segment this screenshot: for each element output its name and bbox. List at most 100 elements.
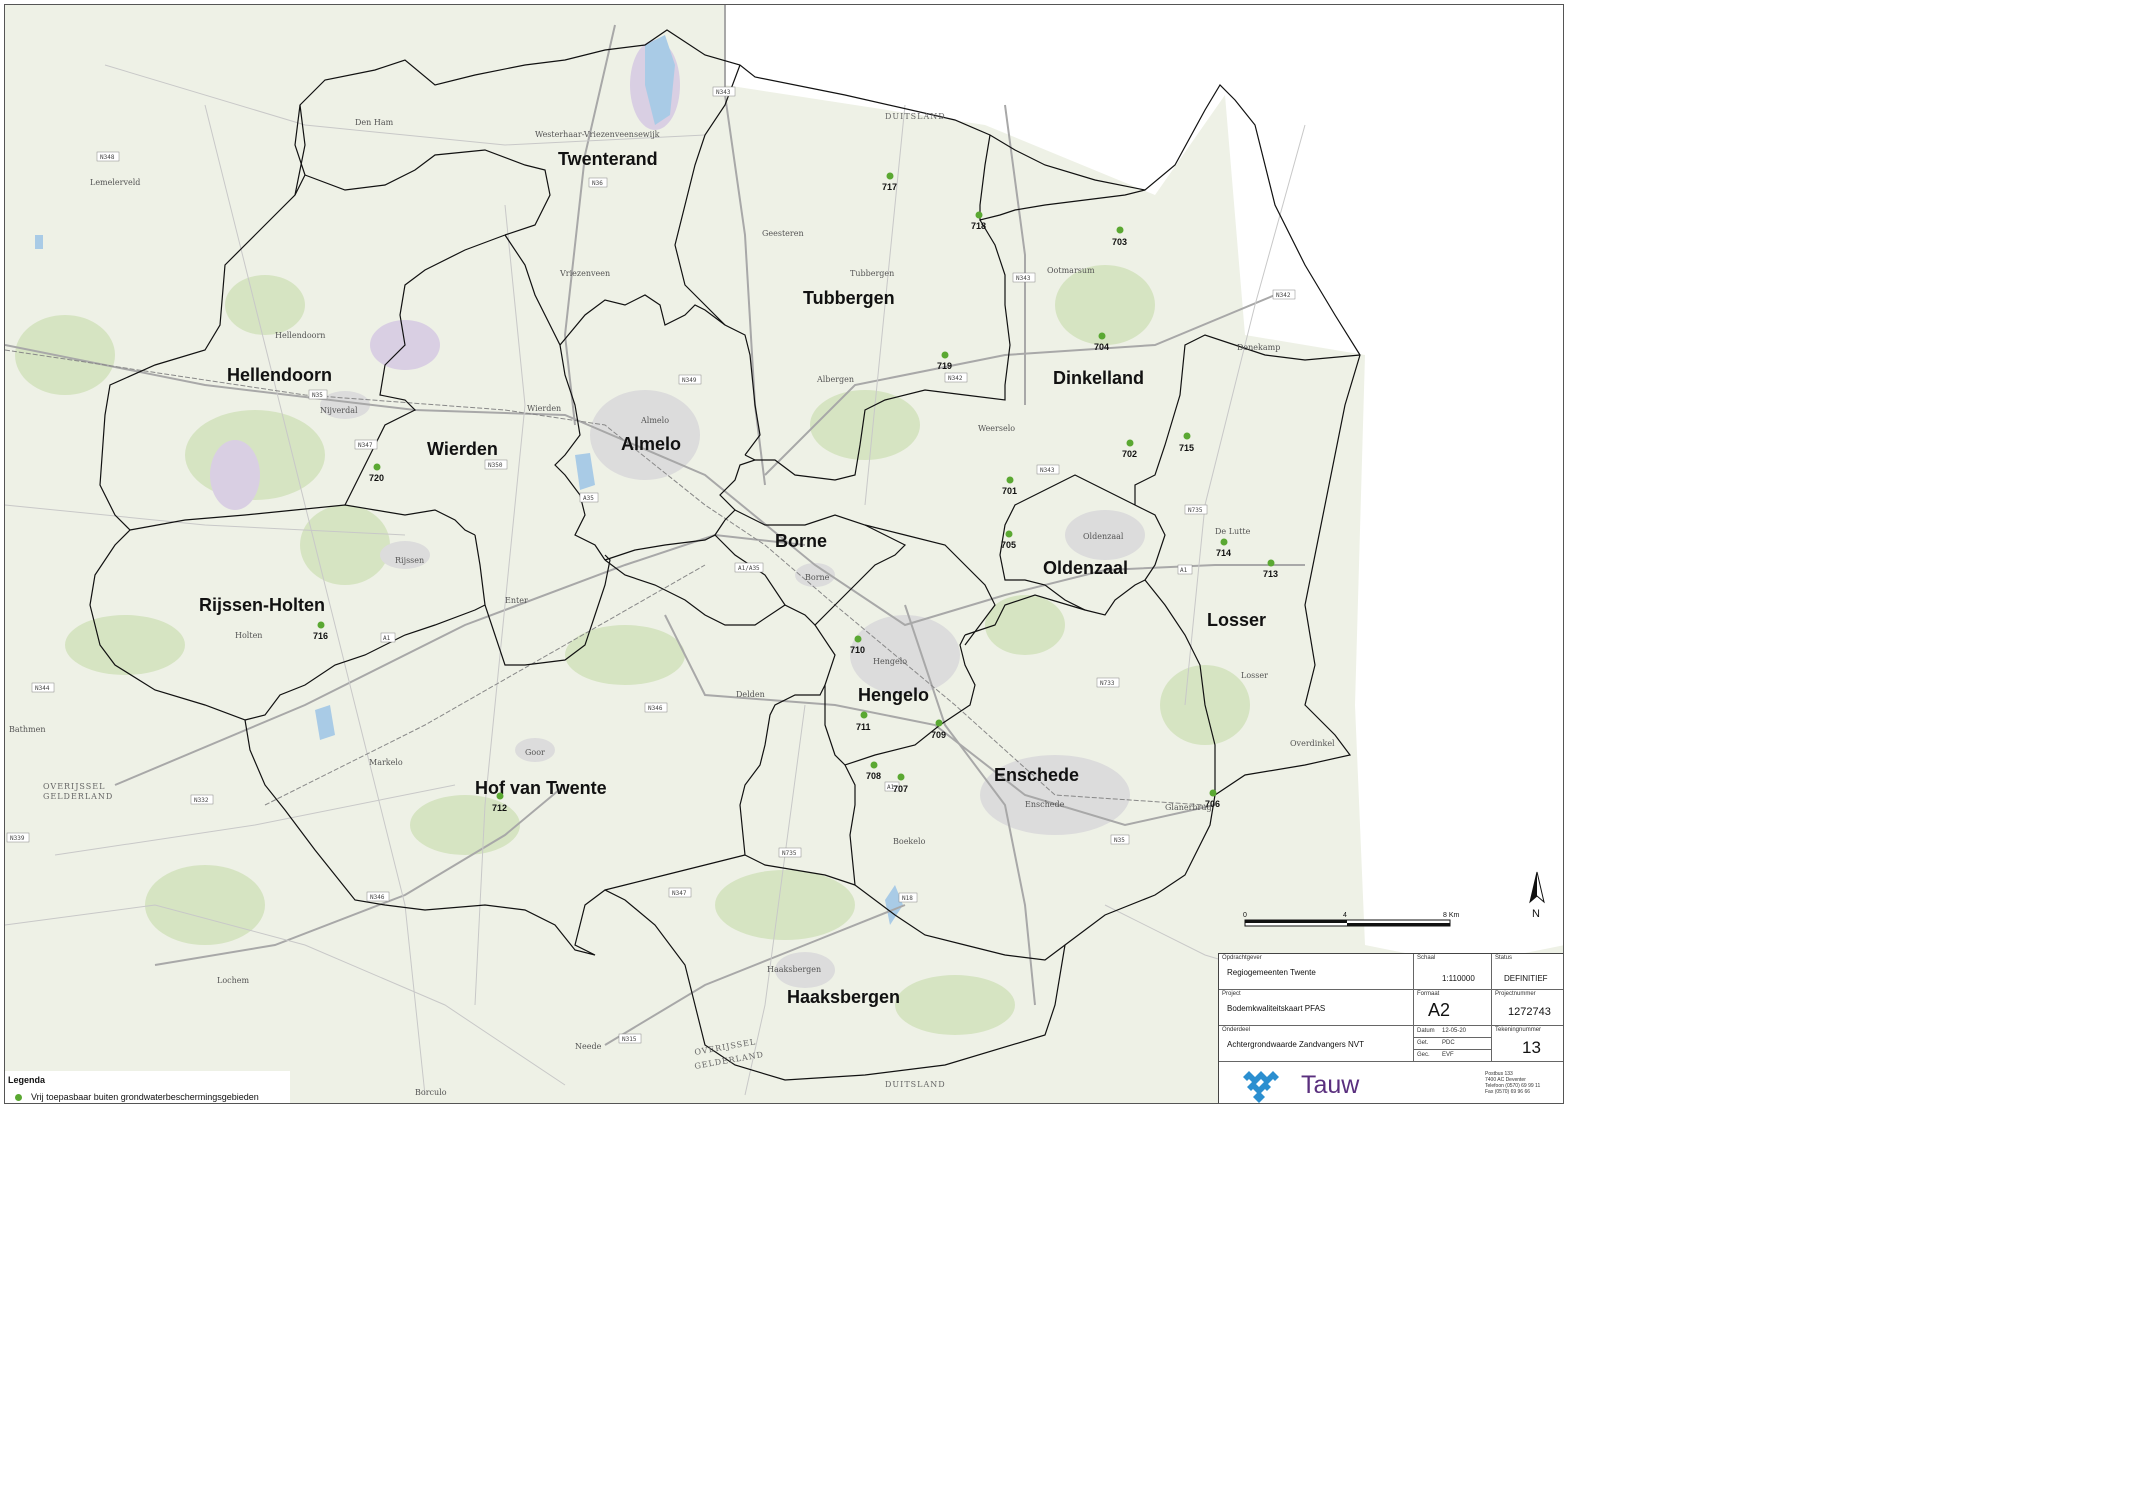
- address-line: Fax (0570) 69 96 66: [1485, 1089, 1531, 1095]
- projectnummer-cell: Projectnummer 1272743: [1492, 990, 1563, 1026]
- municipality-label-borne: Borne: [775, 531, 827, 551]
- company-address: Postbus 133 7400 AC Deventer Telefoon (0…: [1485, 1071, 1540, 1095]
- place-label: Den Ham: [355, 118, 394, 127]
- place-label: Losser: [1241, 671, 1268, 680]
- svg-text:N343: N343: [1016, 275, 1031, 282]
- sample-point[interactable]: 711: [856, 711, 871, 733]
- formaat-label: Formaat: [1417, 991, 1440, 997]
- svg-text:N342: N342: [948, 375, 963, 382]
- svg-text:708: 708: [866, 771, 881, 781]
- sample-point[interactable]: 720: [369, 463, 384, 484]
- road-labels: N343 N348 N36 N349 N342 N35 N347 N350 A3…: [6, 86, 1296, 1044]
- sample-point[interactable]: 713: [1263, 559, 1278, 580]
- border-label-duitsland-bottom: DUITSLAND: [885, 1080, 946, 1089]
- sample-points[interactable]: 717 718 703 704 719 715 702 701 705 714 …: [313, 172, 1278, 814]
- svg-text:N343: N343: [716, 89, 731, 96]
- onderdeel-label: Onderdeel: [1222, 1027, 1251, 1033]
- water-bodies: [35, 35, 903, 925]
- sample-point[interactable]: 719: [937, 351, 952, 372]
- datum-value: 12-05-20: [1442, 1028, 1467, 1034]
- sample-point[interactable]: 708: [866, 761, 881, 782]
- road-shield: N347: [668, 887, 692, 898]
- schaal-cell: Schaal 1:110000: [1414, 954, 1492, 990]
- svg-text:N344: N344: [35, 685, 50, 692]
- sample-point[interactable]: 712: [492, 792, 507, 814]
- svg-text:717: 717: [882, 182, 897, 192]
- map-canvas[interactable]: DUITSLAND DUITSLAND OVERIJSSEL GELDERLAN…: [5, 5, 1564, 1104]
- sample-point[interactable]: 701: [1002, 476, 1017, 497]
- tauw-logo-icon: [1243, 1071, 1279, 1103]
- place-label: Holten: [235, 631, 262, 640]
- opdrachtgever-value: Regiogemeenten Twente: [1227, 968, 1316, 977]
- place-label: Markelo: [369, 758, 403, 767]
- municipality-label-dinkelland: Dinkelland: [1053, 368, 1144, 388]
- forest-patches: [15, 265, 1250, 1035]
- place-label: Delden: [736, 690, 765, 699]
- sample-point[interactable]: 714: [1216, 538, 1231, 559]
- sample-point[interactable]: 710: [850, 635, 865, 656]
- place-label: Westerhaar-Vriezenveensewijk: [535, 130, 660, 139]
- road-shield: N18: [898, 892, 918, 903]
- svg-text:701: 701: [1002, 486, 1017, 496]
- projectnummer-value: 1272743: [1508, 1006, 1551, 1018]
- place-label: Borculo: [415, 1088, 447, 1097]
- svg-text:N18: N18: [902, 895, 913, 902]
- svg-text:713: 713: [1263, 569, 1278, 579]
- legend-title: Legenda: [8, 1075, 46, 1085]
- sample-point[interactable]: 709: [931, 719, 946, 741]
- sample-point[interactable]: 707: [893, 773, 908, 795]
- municipality-label-hellendoorn: Hellendoorn: [227, 365, 332, 385]
- place-label: Denekamp: [1237, 343, 1280, 352]
- municipality-label-almelo: Almelo: [621, 434, 681, 454]
- road-shield: N315: [618, 1033, 642, 1044]
- road-shield: A1: [884, 781, 900, 792]
- svg-text:N735: N735: [1188, 507, 1203, 514]
- place-label: De Lutte: [1215, 527, 1251, 536]
- place-label: Almelo: [640, 416, 669, 425]
- address-line: 7400 AC Deventer: [1485, 1077, 1526, 1083]
- border-label-gelderland-west: GELDERLAND: [43, 792, 113, 801]
- svg-text:703: 703: [1112, 237, 1127, 247]
- place-label: Boekelo: [893, 837, 926, 846]
- svg-text:704: 704: [1094, 342, 1109, 352]
- minor-roads: [5, 64, 1306, 1096]
- svg-text:710: 710: [850, 645, 865, 655]
- svg-text:N350: N350: [488, 462, 503, 469]
- schaal-label: Schaal: [1417, 955, 1436, 961]
- project-label: Project: [1222, 991, 1241, 997]
- place-label: Enter: [505, 596, 528, 605]
- road-shield: A1/A35: [734, 562, 764, 573]
- place-label: Hellendoorn: [275, 331, 325, 340]
- projectnummer-label: Projectnummer: [1495, 991, 1536, 997]
- place-label: Borne: [805, 573, 830, 582]
- svg-text:N332: N332: [194, 797, 209, 804]
- sample-point[interactable]: 716: [313, 621, 328, 642]
- sample-point[interactable]: 706: [1205, 789, 1220, 810]
- municipality-label-hengelo: Hengelo: [858, 685, 929, 705]
- road-shield: N348: [96, 151, 120, 162]
- svg-text:N348: N348: [100, 154, 115, 161]
- municipality-label-oldenzaal: Oldenzaal: [1043, 558, 1128, 578]
- sample-point[interactable]: 715: [1179, 432, 1194, 454]
- datum-label: Datum: [1417, 1028, 1435, 1034]
- sample-point[interactable]: 717: [882, 172, 897, 193]
- north-label: N: [1532, 908, 1540, 920]
- road-shield: N342: [944, 372, 968, 383]
- sample-point[interactable]: 704: [1094, 332, 1109, 353]
- schaal-value: 1:110000: [1442, 974, 1475, 983]
- road-network: [5, 5, 1305, 1046]
- scale-tick-4: 4: [1343, 912, 1347, 919]
- sample-point[interactable]: 703: [1112, 226, 1127, 248]
- svg-text:711: 711: [856, 722, 871, 732]
- svg-text:709: 709: [931, 730, 946, 740]
- svg-text:N342: N342: [1276, 292, 1291, 299]
- sample-point[interactable]: 702: [1122, 439, 1137, 460]
- svg-text:720: 720: [369, 473, 384, 483]
- sample-point[interactable]: 705: [1001, 530, 1016, 551]
- svg-text:A35: A35: [583, 495, 594, 502]
- onderdeel-value: Achtergrondwaarde Zandvangers NVT: [1227, 1040, 1364, 1049]
- sample-point[interactable]: 718: [971, 211, 986, 232]
- onderdeel-cell: Onderdeel Achtergrondwaarde Zandvangers …: [1219, 1026, 1414, 1062]
- road-shield: A1: [380, 632, 396, 643]
- road-shield: N344: [31, 682, 55, 693]
